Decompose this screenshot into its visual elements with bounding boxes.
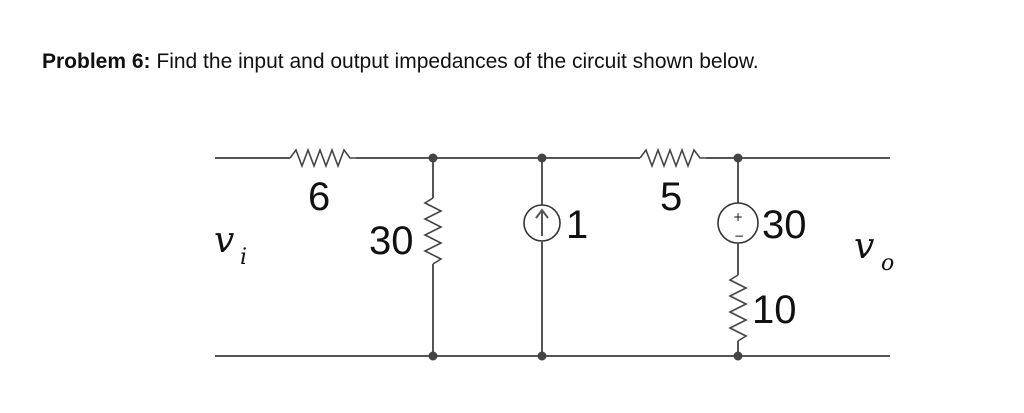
plus-sign: +	[733, 210, 743, 224]
resistor-30	[423, 197, 443, 265]
minus-sign: −	[734, 229, 744, 243]
problem-statement: Problem 6: Find the input and output imp…	[42, 50, 759, 74]
problem-text: Find the input and output impedances of …	[156, 50, 759, 73]
resistor-6	[289, 147, 356, 169]
junction-dot-bottom-3	[733, 351, 743, 361]
label-resistor-6: 6	[308, 175, 330, 219]
output-voltage-symbol: v	[854, 226, 874, 267]
resistor-10	[728, 274, 748, 342]
junction-dot-top-1	[428, 153, 438, 163]
label-dependent-source: 30	[762, 203, 807, 247]
input-voltage-subscript: i	[240, 245, 247, 270]
label-resistor-10: 10	[752, 288, 797, 332]
label-resistor-30: 30	[369, 219, 414, 263]
input-voltage-symbol: v	[214, 220, 234, 261]
label-current-source: 1	[566, 203, 588, 247]
resistor-5	[639, 147, 706, 169]
junction-dot-top-2	[537, 153, 547, 163]
label-resistor-5: 5	[660, 175, 682, 219]
problem-label: Problem 6:	[42, 50, 151, 73]
output-voltage-subscript: o	[881, 251, 894, 276]
current-arrow-head	[535, 208, 549, 219]
junction-dot-bottom-2	[537, 351, 547, 361]
junction-dot-top-3	[733, 153, 743, 163]
junction-dot-bottom-1	[428, 351, 438, 361]
